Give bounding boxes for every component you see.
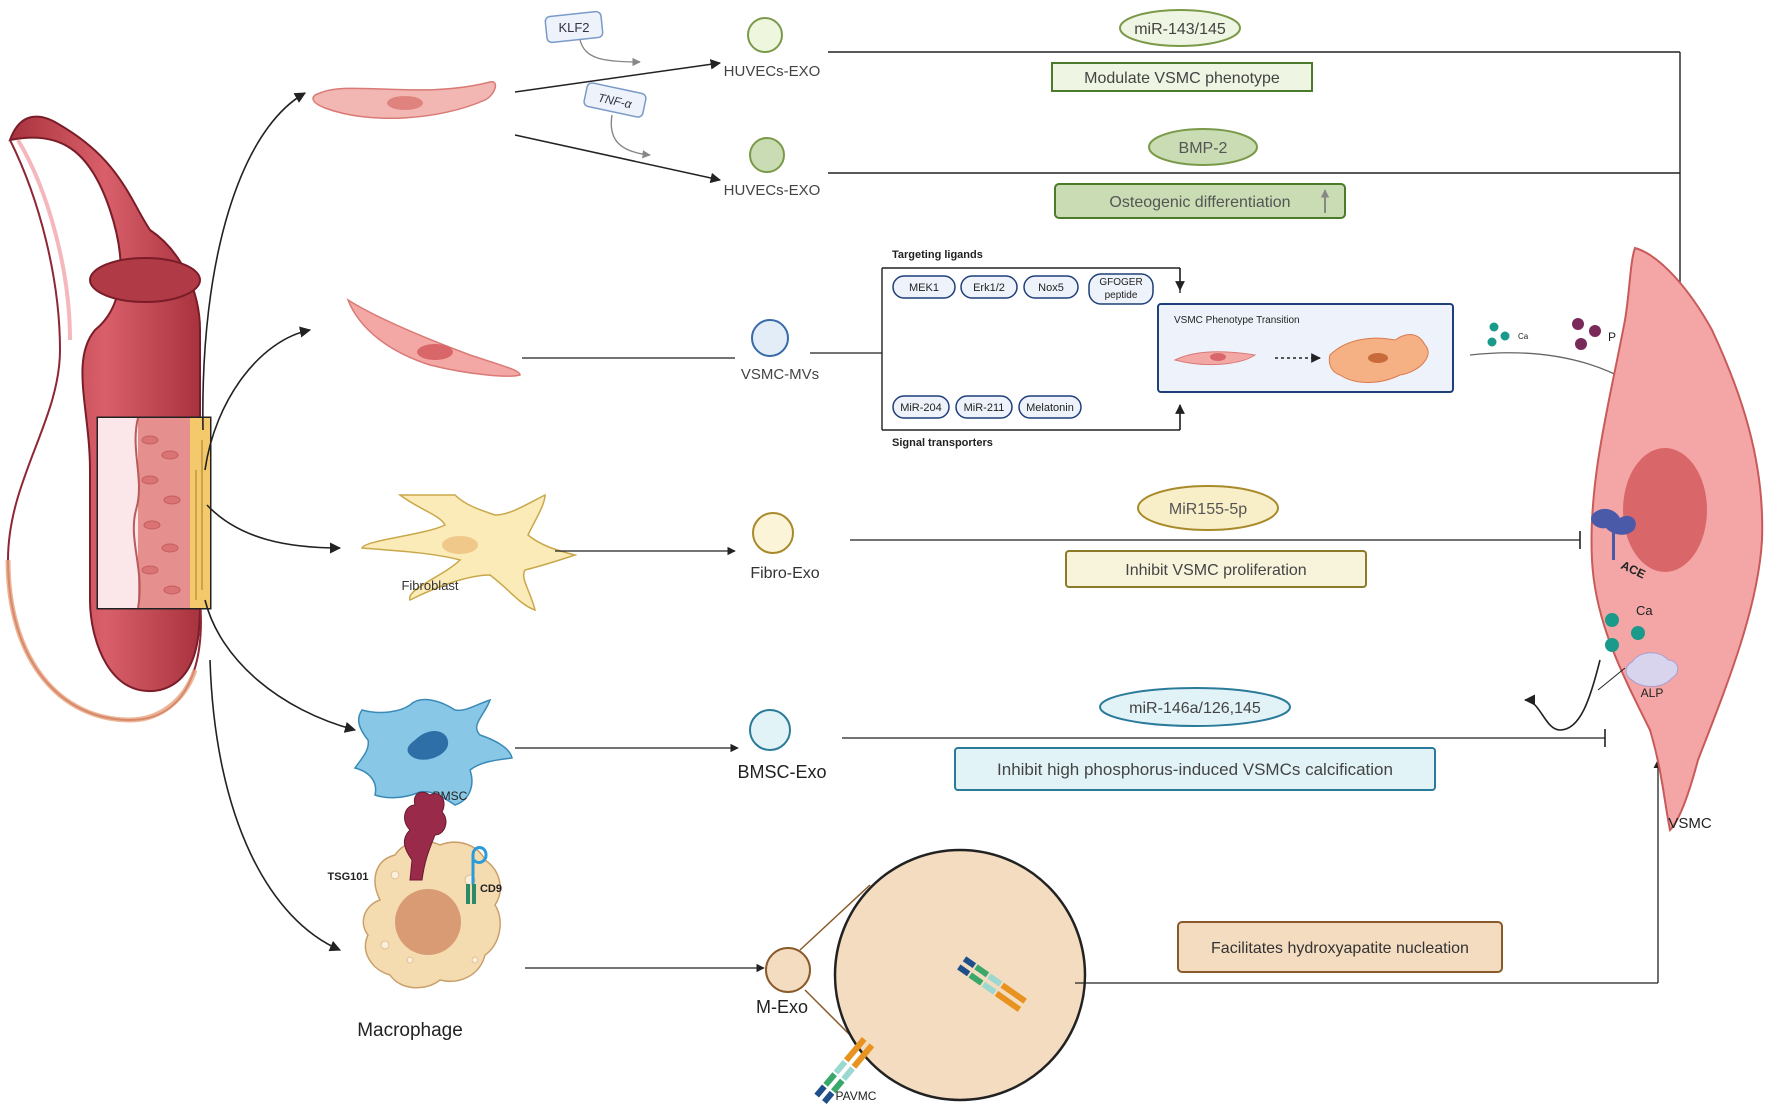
bmsc-exo-vesicle [749, 709, 791, 751]
signal-transporters-title: Signal transporters [892, 437, 993, 449]
ligand-gfoger: GFOGER [1099, 277, 1142, 288]
macrophage-cell [362, 840, 501, 989]
transporter-mir204: MiR-204 [900, 402, 942, 414]
klf2-label: KLF2 [558, 20, 589, 35]
m-exo-vesicle [765, 947, 811, 993]
cd9-protein-icon [466, 846, 488, 904]
vsmc-mvs-vesicle [751, 319, 789, 357]
mir143-cargo [1119, 9, 1241, 47]
m-exo-enlarged [833, 848, 1087, 1102]
targeting-ligands-title: Targeting ligands [892, 249, 983, 261]
pavmc-label: PAVMC [836, 1089, 877, 1103]
inhibit-calcification-label: Inhibit high phosphorus-induced VSMCs ca… [997, 760, 1393, 779]
inhibit-calcification-box [954, 747, 1436, 791]
phenotype-transition-box: VSMC Phenotype Transition [1157, 303, 1454, 393]
huvec-exo-2-label: HUVECs-EXO [724, 182, 821, 199]
bmp2-label: BMP-2 [1179, 140, 1228, 157]
tnf-tag: TNF-α [583, 82, 651, 159]
alp-label: ALP [1641, 686, 1664, 700]
vsmc-label: VSMC [1668, 815, 1712, 832]
cd9-label: CD9 [480, 883, 502, 895]
huvec-exo-1-label: HUVECs-EXO [724, 63, 821, 80]
bmsc-exo-label: BMSC-Exo [737, 762, 826, 782]
p-label: P [1608, 330, 1616, 344]
transition-title: VSMC Phenotype Transition [1174, 315, 1300, 326]
ca-p-ions: Ca P [1487, 318, 1616, 350]
fibro-exo-vesicle [752, 512, 794, 554]
ace-receptor-icon [1591, 508, 1636, 560]
mir155-cargo [1137, 485, 1279, 531]
fibroblast-label: Fibroblast [401, 578, 458, 593]
macrophage-label: Macrophage [357, 1020, 463, 1041]
transporter-melatonin: Melatonin [1026, 402, 1074, 414]
mir155-label: MiR155-5p [1169, 501, 1247, 518]
klf2-tag: KLF2 [544, 10, 641, 67]
pavmc-receptor-icon [814, 1036, 875, 1104]
ca-label: Ca [1636, 603, 1653, 618]
vsmc-target-cell [1590, 246, 1764, 833]
ligand-mek1: MEK1 [909, 282, 939, 294]
inhibit-proliferation-box [1065, 550, 1367, 588]
fibro-exo-label: Fibro-Exo [750, 565, 819, 582]
mir146-cargo [1099, 687, 1291, 727]
vsmc-mv-bracket [881, 267, 1181, 431]
smooth-muscle-cell [346, 298, 521, 377]
ca-small-label: Ca [1518, 332, 1529, 341]
branch-arrows [202, 92, 357, 952]
alp-enzyme-icon [1625, 652, 1679, 687]
ligand-peptide: peptide [1105, 290, 1138, 301]
bmsc-cell [353, 698, 513, 806]
inner-receptor-icon [957, 956, 1027, 1012]
osteogenic-effect-label: Osteogenic differentiation [1109, 194, 1290, 211]
tsg101-protein-icon [403, 791, 447, 881]
hydroxyapatite-box [1177, 921, 1503, 973]
mir143-label: miR-143/145 [1134, 21, 1226, 38]
vsmc-mvs-label: VSMC-MVs [741, 366, 819, 383]
huvec-exo-2-vesicle [749, 137, 785, 173]
modulate-effect-box [1051, 62, 1313, 92]
tsg101-label: TSG101 [328, 871, 369, 883]
endothelial-cell [312, 81, 497, 120]
hydroxyapatite-label: Facilitates hydroxyapatite nucleation [1211, 940, 1469, 957]
vessel-wall-inset [96, 416, 212, 610]
targeting-ligand-pills: MEK1 Erk1/2 Nox5 GFOGER peptide [892, 273, 1154, 305]
ligand-erk12: Erk1/2 [973, 282, 1005, 294]
bmp2-cargo [1148, 128, 1258, 166]
osteogenic-effect-box [1054, 183, 1346, 219]
fibroblast-cell [360, 493, 578, 612]
inhibit-proliferation-label: Inhibit VSMC proliferation [1125, 562, 1306, 579]
transporter-mir211: MiR-211 [964, 402, 1005, 414]
huvec-exo-1-vesicle [747, 17, 783, 53]
ligand-nox5: Nox5 [1038, 282, 1064, 294]
signal-transporter-pills: MiR-204 MiR-211 Melatonin [892, 395, 1082, 419]
m-exo-label: M-Exo [756, 997, 808, 1017]
modulate-effect-label: Modulate VSMC phenotype [1084, 70, 1280, 87]
mir146-label: miR-146a/126,145 [1129, 700, 1261, 717]
ca-ions-in-cell [1605, 613, 1645, 652]
